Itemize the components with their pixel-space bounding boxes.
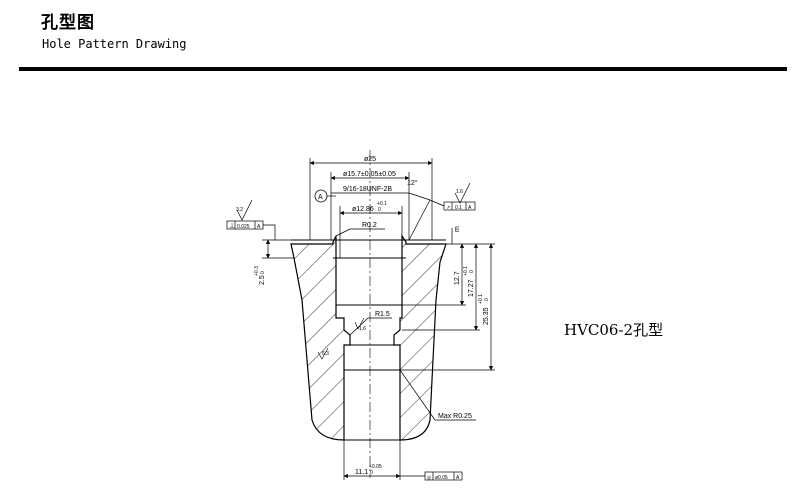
surface-finish-left: 3.2 [236,199,253,221]
diameter-dimensions [309,158,433,258]
svg-text:1.6: 1.6 [359,326,366,332]
svg-text:↗: ↗ [446,205,450,211]
svg-text:1.6: 1.6 [456,189,463,195]
dim-depth-right [400,228,495,371]
max-r-callout: Max R0.25 [399,369,476,421]
svg-text:A: A [456,475,460,481]
surface-finish-lower: 6.3 [317,347,329,360]
dim-d15-7: ø15.7±0.05±0.05 [343,171,396,178]
dim-d25: ø25 [364,156,376,163]
dim-depth-25-35-tol-low: 0 [484,298,490,301]
dim-depth-2-5: 2.5 +0.3 0 [254,239,294,285]
r1-5-callout: R1.5 1.6 [349,311,392,336]
svg-text:0.025: 0.025 [237,224,250,230]
dim-angle: 12° [407,179,418,187]
dim-d12-86: ø12.86 [352,206,374,213]
runout-frame: ↗ 0.1 A [429,199,476,211]
header-divider [19,67,787,71]
dim-d12-86-tol: +0.1 [377,201,387,207]
surface-finish-right: 1.6 [454,182,471,204]
svg-text:ø0.05: ø0.05 [435,475,448,481]
svg-text:0: 0 [260,271,266,274]
r0-2-callout: R0.2 [335,222,385,237]
dim-depth-25-35: 25.35 [483,307,490,325]
svg-text:+0.05: +0.05 [369,464,382,470]
dim-d12-86-tol-low: 0 [378,207,381,213]
svg-text:3.2: 3.2 [236,207,243,213]
svg-text:6.3: 6.3 [322,351,329,357]
svg-text:+0.3: +0.3 [254,266,260,276]
svg-text:◎: ◎ [427,475,432,481]
part-label: HVC06-2孔型 [564,321,664,339]
dim-depth-17-27-tol: +0.1 [463,266,469,276]
perpendicularity-frame: ⊥ 0.025 A [226,220,276,240]
svg-text:A: A [318,194,323,201]
page-title: 孔型图 [41,13,95,33]
dim-depth-17-27-tol-low: 0 [469,270,475,273]
datum-marker: A [314,189,336,203]
svg-text:Max R0.25: Max R0.25 [438,413,472,420]
section-hatching [290,234,447,441]
svg-text:⊥: ⊥ [229,223,235,230]
svg-text:0: 0 [370,470,373,476]
dim-depth-12-7: 12.7 [454,271,461,285]
dim-thread: 9/16-18UNF-2B [343,186,392,193]
dim-depth-17-27: 17.27 [468,279,475,297]
dim-m: m [454,226,461,232]
svg-text:R1.5: R1.5 [375,311,390,318]
svg-text:0.1: 0.1 [455,205,462,211]
svg-text:2.5: 2.5 [259,275,266,285]
bore-outline [291,239,446,441]
dim-depth-25-35-tol: +0.1 [478,294,484,304]
svg-text:A: A [468,205,472,211]
dim-d11-1: 11.1 +0.05 0 [343,440,401,480]
concentricity-frame: ◎ ø0.05 A [400,471,463,481]
page-subtitle: Hole Pattern Drawing [42,37,187,51]
svg-text:11.1: 11.1 [355,469,368,476]
svg-text:R0.2: R0.2 [362,222,377,229]
svg-text:A: A [257,224,261,230]
